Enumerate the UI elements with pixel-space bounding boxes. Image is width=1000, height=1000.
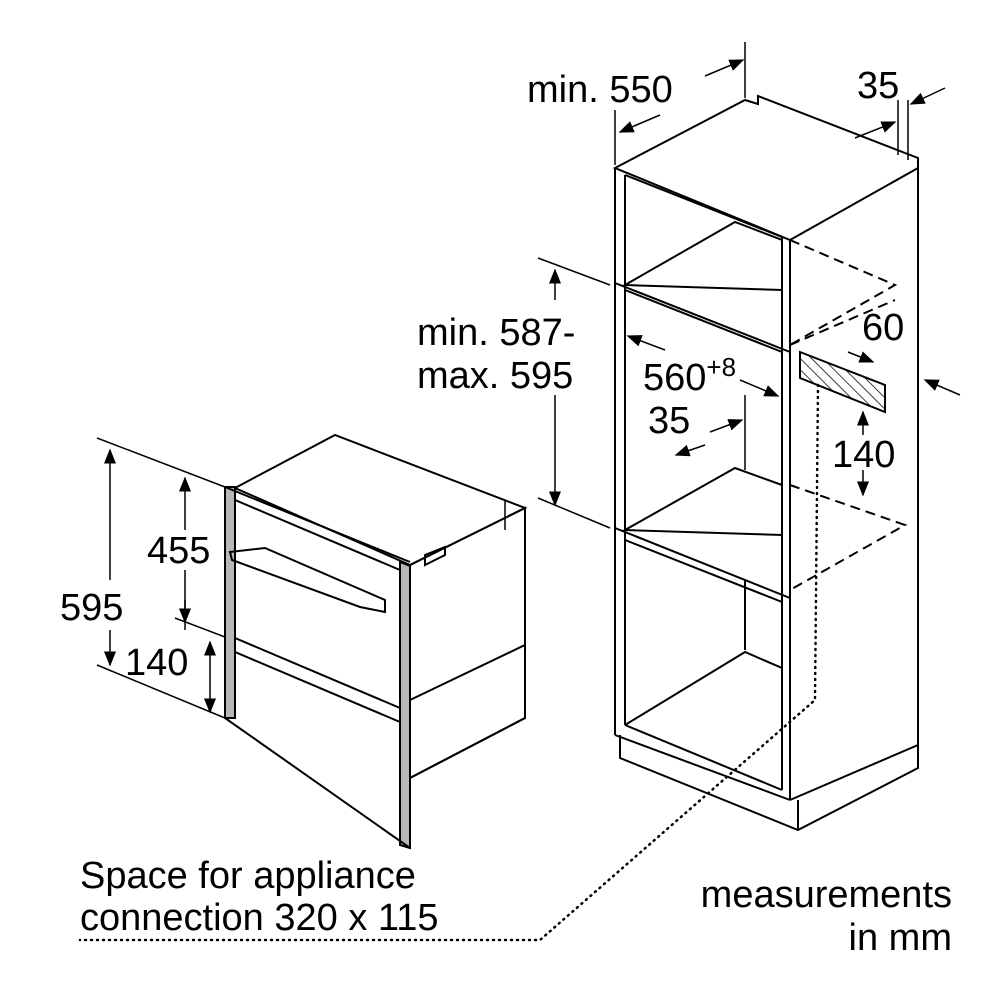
label-140-left: 140 (125, 642, 188, 684)
label-35-mid: 35 (648, 400, 690, 442)
label-140-right: 140 (832, 434, 895, 476)
oven-appliance (224, 433, 528, 850)
units-label-line1: measurements (701, 874, 952, 916)
oven-handle (228, 546, 386, 614)
oven-side (409, 506, 526, 780)
label-min-587: min. 587- (417, 312, 575, 354)
tall-cabinet (612, 94, 919, 832)
connection-area-hatch (799, 350, 886, 414)
label-min-550: min. 550 (527, 69, 673, 111)
oven-frame-right (399, 560, 411, 850)
label-455: 455 (147, 530, 210, 572)
connection-leader (78, 383, 820, 942)
oven-top (232, 433, 528, 567)
oven-frame-left (224, 486, 236, 719)
label-60: 60 (862, 307, 904, 349)
label-max-595: max. 595 (417, 355, 573, 397)
dimension-lines (96, 42, 961, 719)
oven-side-handle (424, 545, 446, 567)
connection-label-line2: connection 320 x 115 (80, 897, 438, 939)
label-35-top: 35 (857, 65, 899, 107)
label-595: 595 (60, 587, 123, 629)
label-560: 560+8 (643, 352, 736, 399)
units-label-line2: in mm (849, 917, 952, 959)
connection-label-line1: Space for appliance (80, 855, 416, 897)
